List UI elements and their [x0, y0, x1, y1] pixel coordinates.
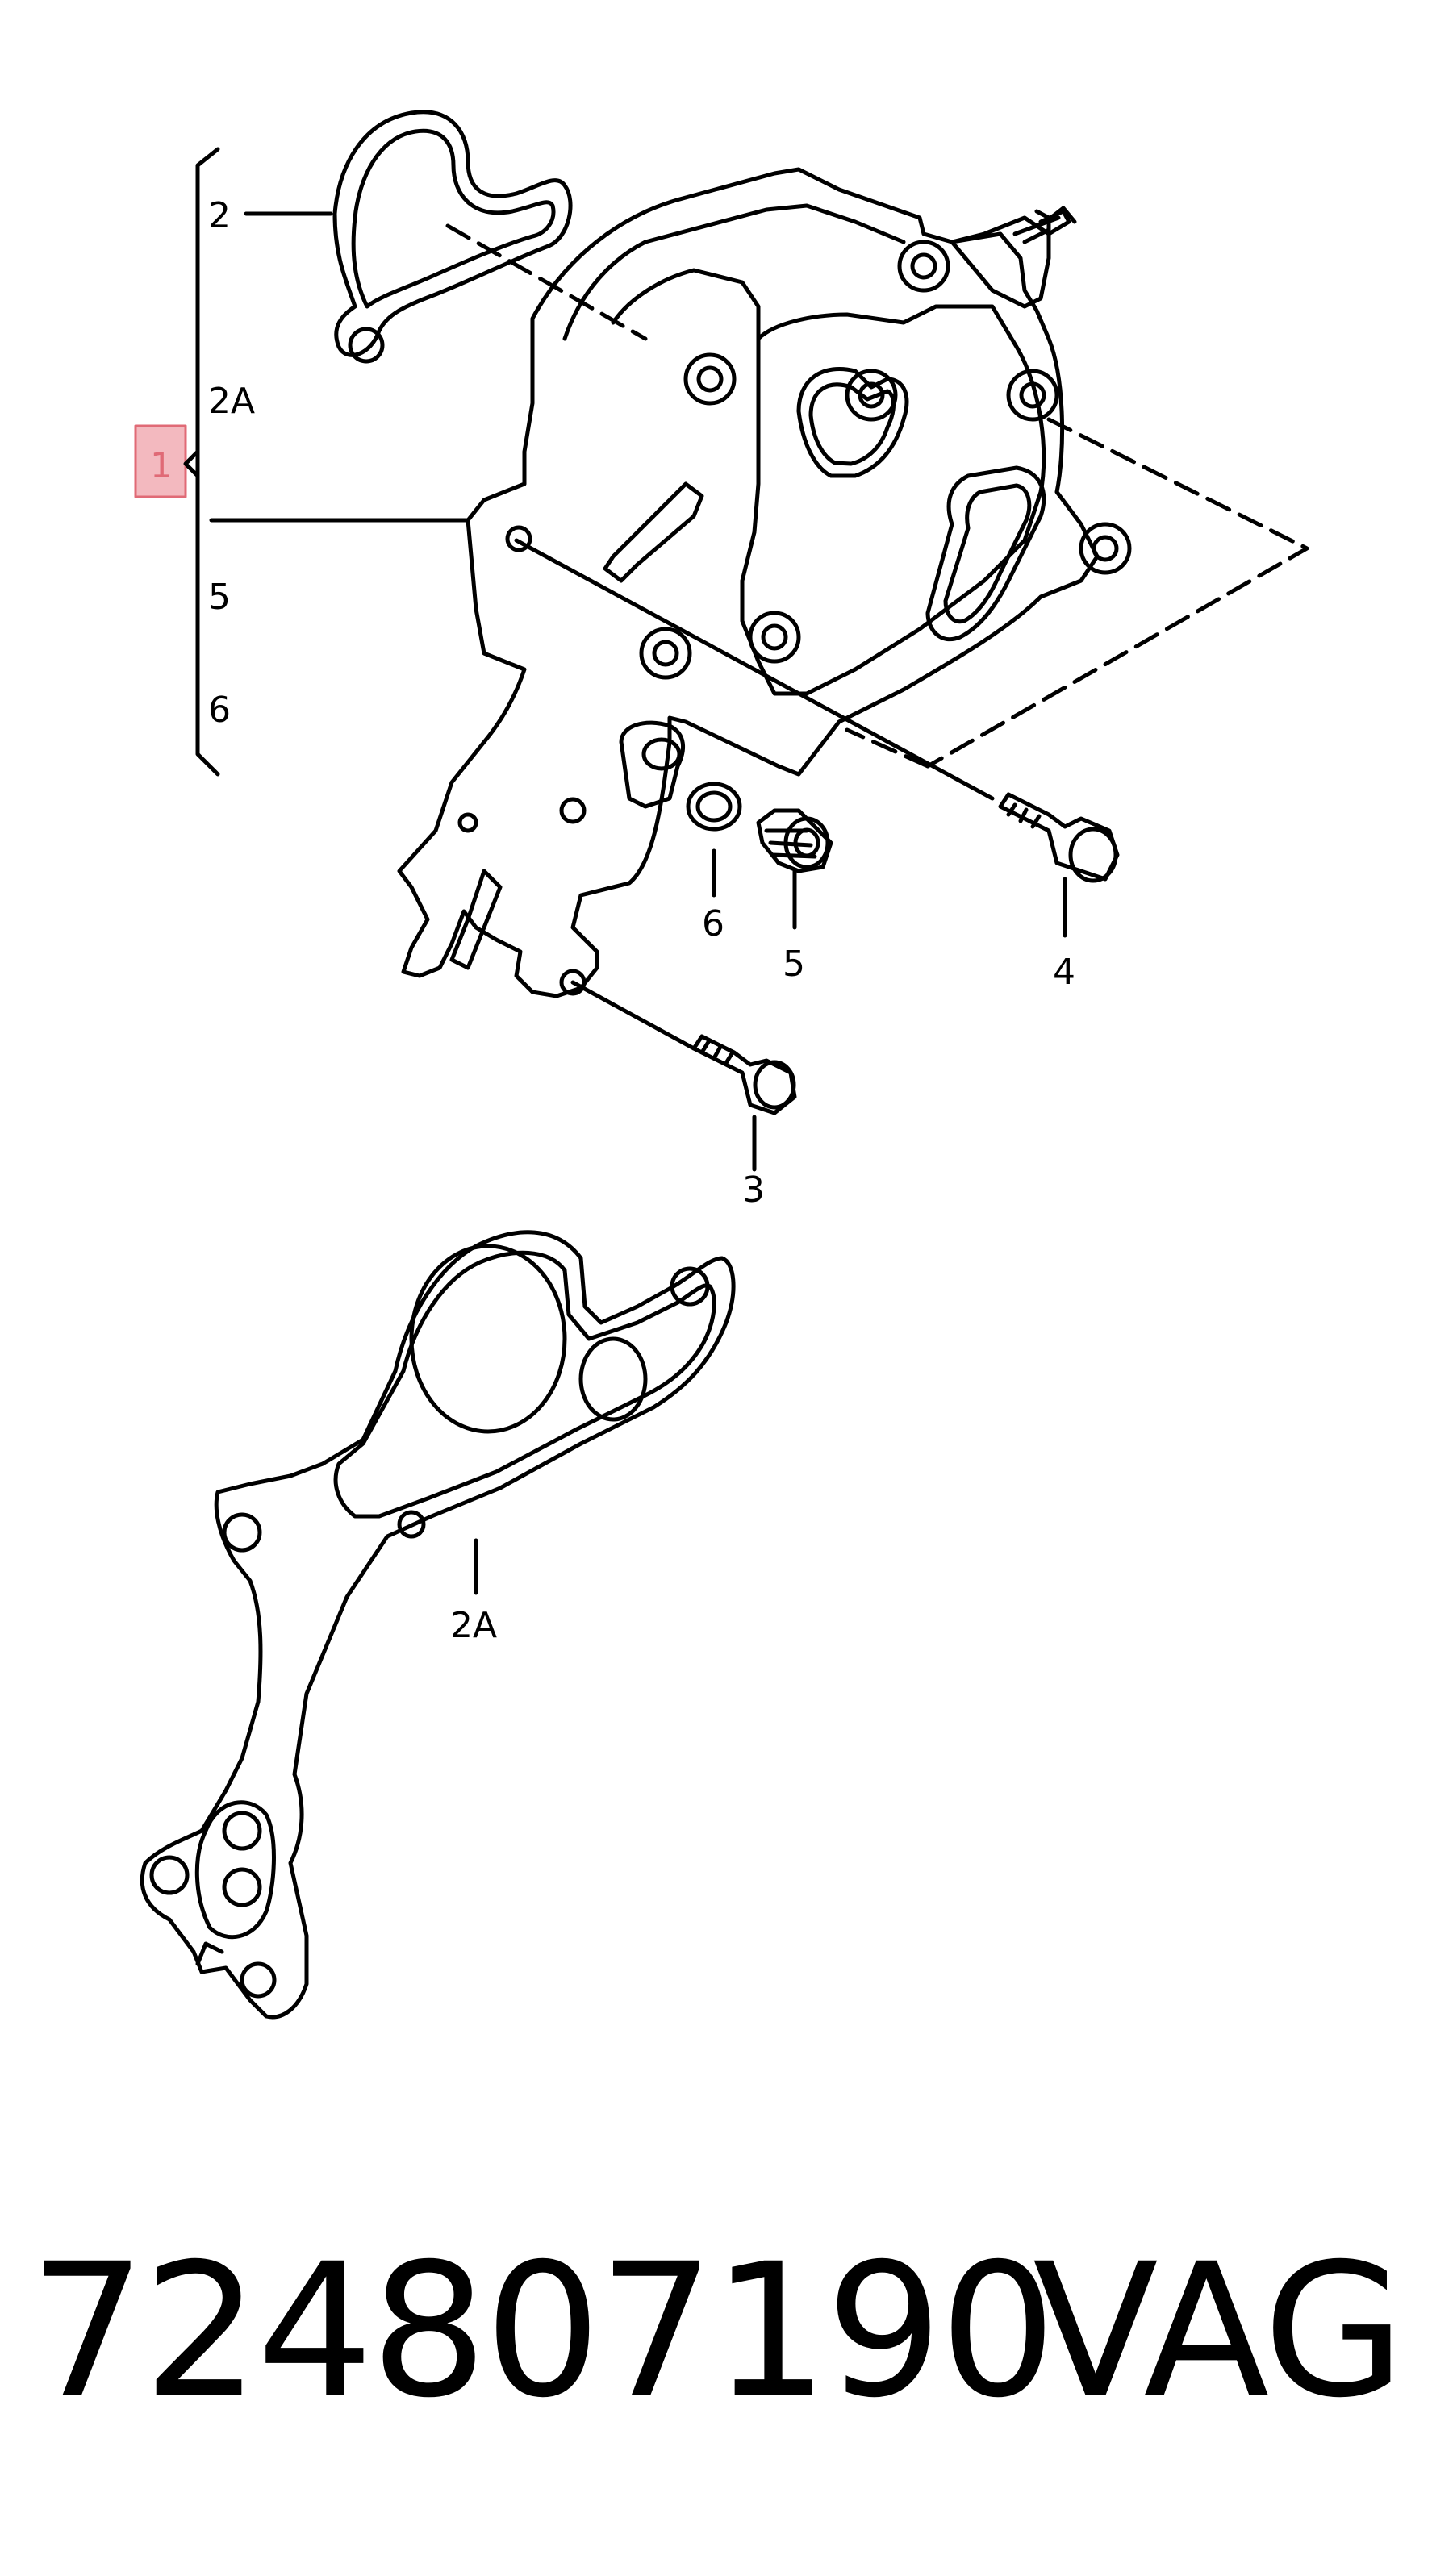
dash-line-2 — [925, 417, 1309, 769]
top-gasket — [332, 110, 573, 357]
vacuum-pump-body — [397, 167, 1100, 998]
bolt-4 — [998, 792, 1120, 883]
callout-item-5-list[interactable]: 5 — [208, 577, 231, 618]
oil-port — [619, 720, 686, 809]
callout-item-3[interactable]: 3 — [742, 1169, 765, 1211]
callout-item-2[interactable]: 2 — [208, 195, 231, 236]
callout-item-2a-bottom[interactable]: 2A — [450, 1605, 497, 1646]
assembly-bracket — [195, 147, 220, 777]
callout-item-4[interactable]: 4 — [1053, 952, 1075, 993]
o-ring-6 — [686, 782, 742, 832]
bottom-gasket-2a — [140, 1230, 736, 2020]
item-1-pointer — [183, 449, 200, 478]
callout-item-6[interactable]: 6 — [702, 903, 724, 944]
bolt-3 — [691, 1034, 797, 1115]
bolt-3-axis — [570, 980, 696, 1051]
mounting-studs — [457, 240, 1132, 996]
brand-name: VAG — [1033, 2224, 1405, 2438]
callout-item-5[interactable]: 5 — [783, 944, 805, 985]
bolt-4-axis — [514, 538, 995, 801]
plug-screw-5 — [756, 808, 833, 873]
item-1-highlight[interactable] — [134, 424, 187, 498]
callout-item-6-list[interactable]: 6 — [208, 690, 231, 731]
callout-item-1[interactable]: 1 — [150, 445, 173, 486]
pump-inlet-nipple — [950, 209, 1071, 309]
dash-line-1 — [445, 223, 648, 341]
callout-item-2a-top[interactable]: 2A — [208, 381, 255, 422]
part-number: 724807190 — [29, 2224, 1057, 2438]
